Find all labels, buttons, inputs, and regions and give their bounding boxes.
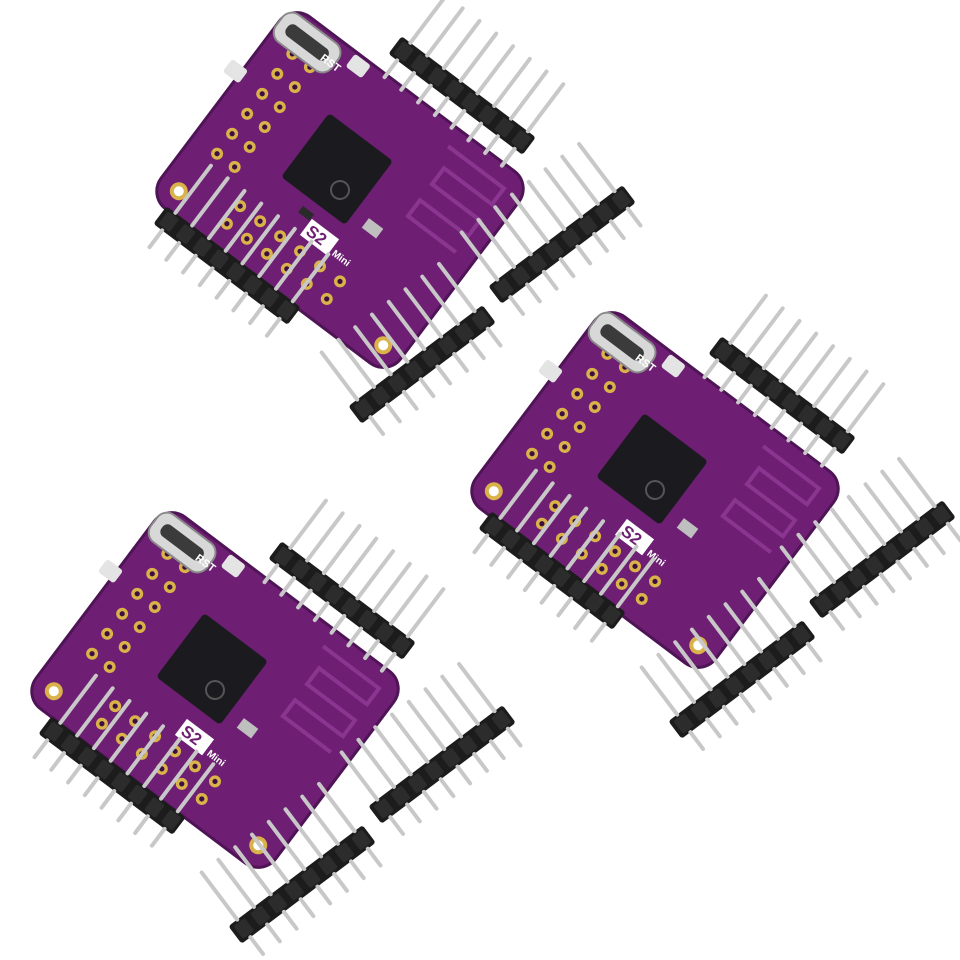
board-3: RST S2 Mini bbox=[30, 511, 400, 869]
espressif-logo-icon bbox=[205, 680, 225, 700]
board-1: RST S2 Mini bbox=[155, 11, 525, 369]
board-2: RST S2 Mini bbox=[470, 311, 840, 669]
espressif-logo-icon bbox=[330, 180, 350, 200]
espressif-logo-icon bbox=[645, 480, 665, 500]
